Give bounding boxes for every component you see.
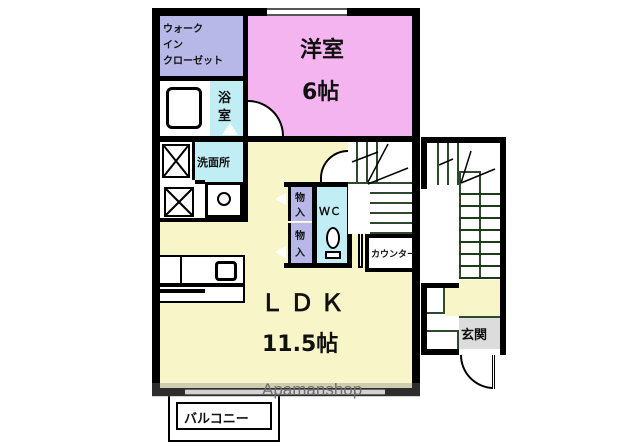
walk-in-closet: ウォーク イン クローゼット (160, 16, 243, 76)
bathroom-label-1: 浴 (218, 91, 232, 106)
outer-stair (427, 143, 500, 283)
kitchen-counter (160, 255, 245, 285)
stair-unit-wall-top (421, 137, 506, 143)
balcony-inner (176, 402, 272, 430)
washroom-label: 洗面所 (197, 156, 230, 169)
storage-block-wall-bottom (284, 263, 352, 268)
washroom-wall-bottom (195, 180, 205, 184)
stair-unit-wall-bottom (421, 349, 459, 355)
wc-label: ＷＣ (319, 205, 341, 218)
storage-1-label-2: 入 (295, 208, 305, 219)
ldk-label: ＬＤＫ (260, 289, 350, 317)
stair-landing (459, 280, 500, 316)
walk-in-closet-label-3: クローゼット (163, 56, 223, 67)
storage-2-label-2: 入 (295, 248, 305, 259)
storage-wc-divider (312, 187, 317, 265)
closet-wall-right (243, 16, 248, 136)
stair-unit-wall-left-bottom (421, 283, 427, 355)
cross-mark-icon (164, 187, 194, 217)
bathroom-label-2: 室 (218, 109, 232, 124)
toilet-icon (326, 227, 340, 249)
entrance-label: 玄関 (461, 328, 488, 343)
counter-divider (180, 257, 182, 285)
window-top (267, 8, 347, 16)
balcony: バルコニー (168, 396, 280, 442)
counter-label: カウンター (371, 250, 417, 260)
western-room-wall-bottom (160, 136, 412, 142)
laundry-box-1 (160, 142, 195, 180)
storage-1-door (275, 193, 286, 205)
ldk-upper (248, 142, 288, 222)
stair-arrow-icon (438, 150, 496, 184)
western-room-size: 6帖 (302, 80, 340, 105)
storage-block-wall-top (284, 182, 368, 187)
cross-mark-icon (162, 144, 190, 178)
bathroom-door (222, 123, 238, 135)
entrance-door-swing (460, 355, 494, 389)
storage-1-label-1: 物 (295, 193, 305, 204)
shoe-box (427, 288, 445, 314)
toilet-tank-icon (325, 251, 341, 259)
wc: ＷＣ (317, 187, 347, 263)
bottom-window (185, 389, 385, 395)
counter-wall-top (365, 234, 412, 238)
washroom-wall-right (243, 142, 248, 220)
inner-stair (348, 142, 412, 234)
storage-1: 物 入 (288, 187, 312, 221)
kitchen-counter-lower (160, 285, 245, 303)
washroom-wall-bottom-2 (160, 218, 248, 222)
stair-unit-wall-left-lower (421, 283, 459, 288)
entrance: 玄関 (459, 316, 500, 349)
entrance-door-leaf (492, 355, 495, 389)
washroom: 洗面所 (195, 142, 243, 182)
stair-unit-wall-right (500, 137, 506, 355)
bathtub-icon (166, 87, 202, 129)
laundry-box-2 (163, 186, 195, 218)
storage-2-label-1: 物 (295, 231, 305, 242)
stair-unit-wall-left-top (421, 137, 427, 187)
shoe-box-2 (427, 330, 459, 349)
sink-icon (217, 192, 231, 206)
balcony-label: バルコニー (184, 412, 249, 427)
counter-wall-bottom (365, 268, 412, 272)
watermark-text: Apamanshop (262, 380, 363, 399)
stair-arrow-icon (351, 143, 409, 185)
stove-icon (215, 261, 237, 281)
closet-wall-bottom (160, 76, 245, 81)
stair-landing-left (445, 288, 459, 316)
main-unit-wall-left (152, 8, 160, 396)
ldk-size: 11.5帖 (262, 332, 339, 357)
counter: カウンター (369, 238, 416, 268)
watermark-bar (152, 383, 420, 397)
bathroom: 浴 室 (210, 81, 243, 136)
sink-cabinet (205, 182, 243, 218)
storage-2: 物 入 (288, 223, 312, 263)
main-unit-wall-right (412, 8, 420, 396)
walk-in-closet-label-2: イン (163, 40, 183, 51)
western-room-label: 洋室 (300, 38, 345, 63)
storage-2-door (275, 246, 286, 258)
bathtub-area (160, 81, 210, 136)
counter-shelf (160, 289, 205, 293)
walk-in-closet-label-1: ウォーク (163, 24, 203, 35)
